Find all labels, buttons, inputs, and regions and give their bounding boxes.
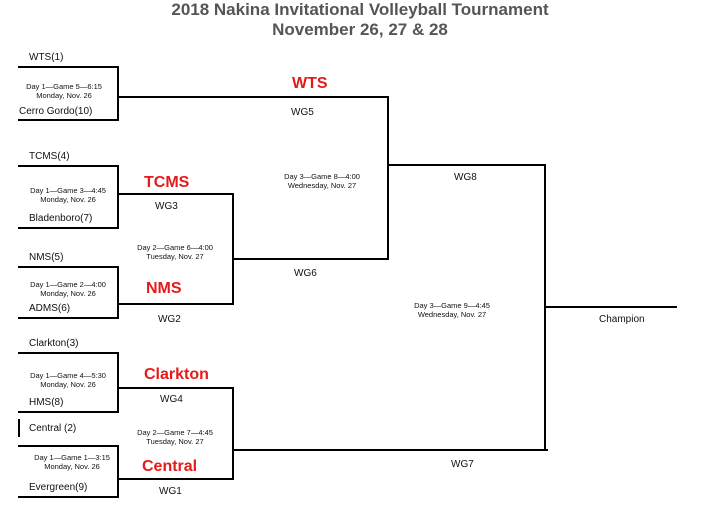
tournament-title: 2018 Nakina Invitational Volleyball Tour… bbox=[171, 0, 549, 19]
bracket-line bbox=[117, 193, 234, 195]
game-4-info: Day 1—Game 4—5:30 Monday, Nov. 26 bbox=[18, 371, 118, 389]
bracket-line bbox=[18, 352, 119, 354]
tournament-dates: November 26, 27 & 28 bbox=[272, 20, 448, 39]
team-central: Central (2) bbox=[29, 423, 77, 434]
bracket-line bbox=[232, 258, 389, 260]
game-2-date: Monday, Nov. 26 bbox=[40, 289, 96, 298]
game-6-info: Day 2—Game 6—4:00 Tuesday, Nov. 27 bbox=[125, 243, 225, 261]
bracket-line bbox=[232, 387, 234, 480]
game-5-date: Monday, Nov. 26 bbox=[36, 91, 92, 100]
game-7-info: Day 2—Game 7—4:45 Tuesday, Nov. 27 bbox=[125, 428, 225, 446]
bracket-line bbox=[18, 227, 119, 229]
game-5-info: Day 1—Game 5—6:15 Monday, Nov. 26 bbox=[14, 82, 114, 100]
game-4-date: Monday, Nov. 26 bbox=[40, 380, 96, 389]
wg8-label: WG8 bbox=[454, 172, 477, 183]
team-clarkton: Clarkton(3) bbox=[29, 338, 79, 349]
game-8-info: Day 3—Game 8—4:00 Wednesday, Nov. 27 bbox=[267, 172, 377, 190]
game-2-time: Day 1—Game 2—4:00 bbox=[30, 280, 106, 289]
bracket-line bbox=[387, 96, 389, 260]
team-hms: HMS(8) bbox=[29, 397, 64, 408]
bracket-line bbox=[18, 317, 119, 319]
bracket-line bbox=[18, 411, 119, 413]
game-9-info: Day 3—Game 9—4:45 Wednesday, Nov. 27 bbox=[397, 301, 507, 319]
game-3-time: Day 1—Game 3—4:45 bbox=[30, 186, 106, 195]
winner-game-1: Central bbox=[142, 458, 198, 475]
wg5-label: WG5 bbox=[291, 107, 314, 118]
game-2-info: Day 1—Game 2—4:00 Monday, Nov. 26 bbox=[18, 280, 118, 298]
bracket-line bbox=[544, 306, 677, 308]
bracket-line bbox=[18, 165, 119, 167]
game-6-time: Day 2—Game 6—4:00 bbox=[137, 243, 213, 252]
bracket-line bbox=[117, 303, 234, 305]
winner-game-5: WTS bbox=[292, 75, 328, 92]
team-adms: ADMS(6) bbox=[29, 303, 71, 314]
bracket-line bbox=[18, 496, 119, 498]
bracket-line bbox=[117, 165, 119, 229]
bracket-line bbox=[117, 266, 119, 319]
bracket-line bbox=[18, 419, 20, 437]
wg7-label: WG7 bbox=[451, 459, 474, 470]
game-1-info: Day 1—Game 1—3:15 Monday, Nov. 26 bbox=[22, 453, 122, 471]
game-8-date: Wednesday, Nov. 27 bbox=[287, 181, 357, 190]
game-4-time: Day 1—Game 4—5:30 bbox=[30, 371, 106, 380]
game-3-date: Monday, Nov. 26 bbox=[40, 195, 96, 204]
team-evergreen: Evergreen(9) bbox=[29, 482, 88, 493]
team-cerro-gordo: Cerro Gordo(10) bbox=[19, 106, 93, 117]
bracket-line bbox=[18, 66, 119, 68]
game-7-time: Day 2—Game 7—4:45 bbox=[137, 428, 213, 437]
bracket-line bbox=[117, 66, 119, 121]
bracket-line bbox=[117, 445, 119, 498]
game-3-info: Day 1—Game 3—4:45 Monday, Nov. 26 bbox=[18, 186, 118, 204]
game-7-date: Tuesday, Nov. 27 bbox=[146, 437, 204, 446]
wg6-label: WG6 bbox=[294, 268, 317, 279]
bracket-line bbox=[232, 193, 234, 305]
champion-label: Champion bbox=[599, 314, 645, 325]
team-tcms: TCMS(4) bbox=[29, 151, 70, 162]
game-1-time: Day 1—Game 1—3:15 bbox=[34, 453, 110, 462]
wg2-label: WG2 bbox=[158, 314, 181, 325]
team-nms: NMS(5) bbox=[29, 252, 64, 263]
game-1-date: Monday, Nov. 26 bbox=[44, 462, 100, 471]
game-8-time: Day 3—Game 8—4:00 bbox=[284, 172, 360, 181]
bracket-line bbox=[117, 478, 234, 480]
bracket-line bbox=[18, 266, 119, 268]
winner-game-2: NMS bbox=[146, 280, 182, 297]
wg3-label: WG3 bbox=[155, 201, 178, 212]
team-bladenboro: Bladenboro(7) bbox=[29, 213, 93, 224]
bracket-line bbox=[18, 119, 119, 121]
bracket-line bbox=[387, 164, 546, 166]
wg1-label: WG1 bbox=[159, 486, 182, 497]
bracket-line bbox=[117, 387, 234, 389]
bracket-line bbox=[117, 96, 389, 98]
winner-game-3: TCMS bbox=[144, 174, 190, 191]
bracket-line bbox=[232, 449, 548, 451]
game-5-time: Day 1—Game 5—6:15 bbox=[26, 82, 102, 91]
game-6-date: Tuesday, Nov. 27 bbox=[146, 252, 204, 261]
team-wts: WTS(1) bbox=[29, 52, 64, 63]
game-9-time: Day 3—Game 9—4:45 bbox=[414, 301, 490, 310]
wg4-label: WG4 bbox=[160, 394, 183, 405]
winner-game-4: Clarkton bbox=[144, 366, 209, 383]
game-9-date: Wednesday, Nov. 27 bbox=[417, 310, 487, 319]
bracket-line bbox=[18, 445, 119, 447]
bracket-line bbox=[117, 352, 119, 413]
